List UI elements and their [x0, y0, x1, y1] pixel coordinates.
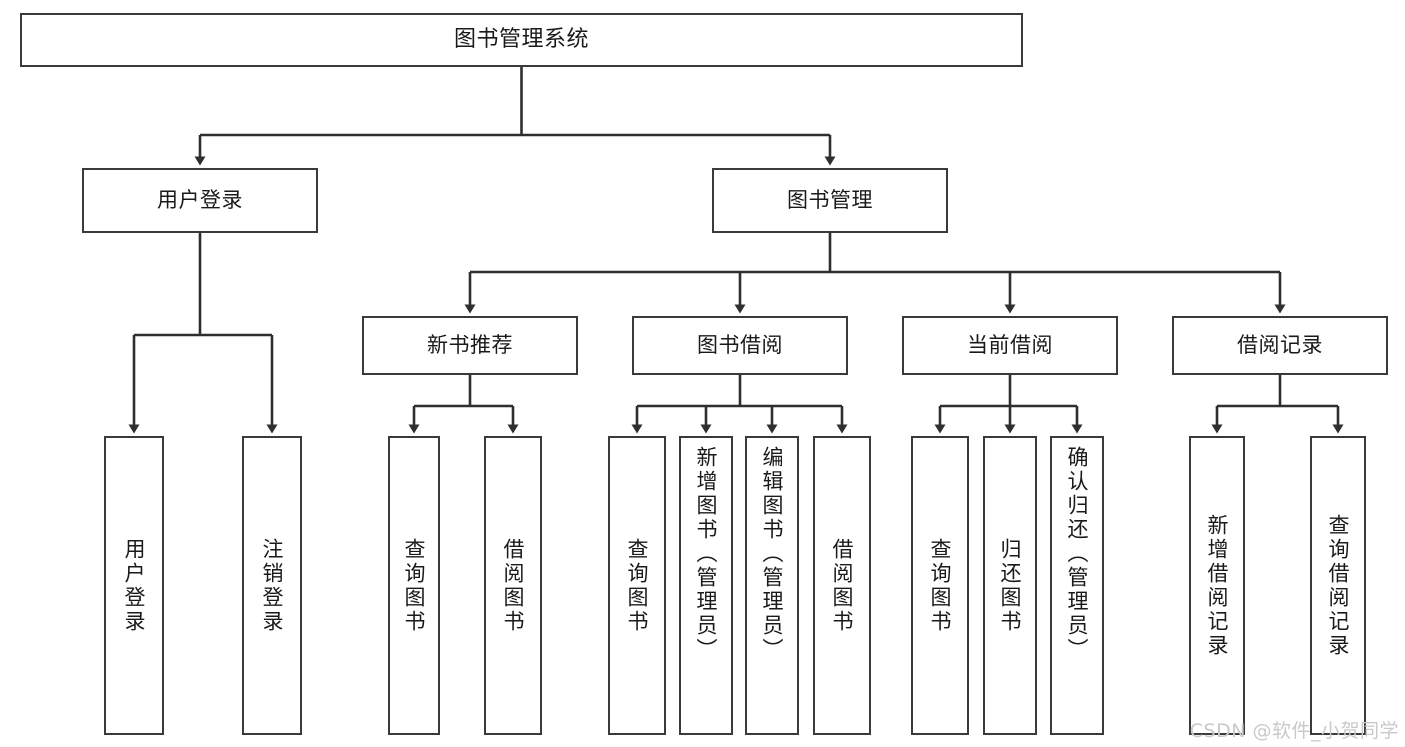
- node-user-login-label: 用户登录: [157, 187, 243, 212]
- leaf-user-login[interactable]: 用户登录: [104, 436, 164, 735]
- leaf-query-book-recommend-label: 查询图书: [402, 537, 427, 634]
- leaf-edit-book[interactable]: 编辑图书（管理员）: [745, 436, 799, 735]
- node-borrow-record[interactable]: 借阅记录: [1172, 316, 1388, 375]
- node-current-borrow[interactable]: 当前借阅: [902, 316, 1118, 375]
- leaf-add-book[interactable]: 新增图书（管理员）: [679, 436, 733, 735]
- node-book-manage[interactable]: 图书管理: [712, 168, 948, 233]
- leaf-borrow-book-label: 借阅图书: [830, 537, 855, 634]
- node-new-book-recommend[interactable]: 新书推荐: [362, 316, 578, 375]
- node-root[interactable]: 图书管理系统: [20, 13, 1023, 67]
- leaf-query-book-current-label: 查询图书: [928, 537, 953, 634]
- leaf-add-borrow-record-label: 新增借阅记录: [1205, 513, 1230, 658]
- node-user-login[interactable]: 用户登录: [82, 168, 318, 233]
- leaf-user-login-label: 用户登录: [122, 537, 147, 634]
- node-current-borrow-label: 当前借阅: [967, 332, 1053, 357]
- leaf-logout[interactable]: 注销登录: [242, 436, 302, 735]
- node-book-manage-label: 图书管理: [787, 187, 873, 212]
- leaf-borrow-book-recommend-label: 借阅图书: [501, 537, 526, 634]
- leaf-query-book-current[interactable]: 查询图书: [911, 436, 969, 735]
- leaf-confirm-return[interactable]: 确认归还（管理员）: [1050, 436, 1104, 735]
- leaf-return-book-label: 归还图书: [998, 537, 1023, 634]
- node-book-borrow[interactable]: 图书借阅: [632, 316, 848, 375]
- leaf-borrow-book-recommend[interactable]: 借阅图书: [484, 436, 542, 735]
- leaf-add-borrow-record[interactable]: 新增借阅记录: [1189, 436, 1245, 735]
- leaf-logout-label: 注销登录: [260, 537, 285, 634]
- leaf-return-book[interactable]: 归还图书: [983, 436, 1037, 735]
- node-book-borrow-label: 图书借阅: [697, 332, 783, 357]
- leaf-borrow-book[interactable]: 借阅图书: [813, 436, 871, 735]
- leaf-edit-book-label: 编辑图书（管理员）: [760, 446, 785, 662]
- leaf-query-book-borrow-label: 查询图书: [625, 537, 650, 634]
- leaf-query-borrow-record[interactable]: 查询借阅记录: [1310, 436, 1366, 735]
- node-new-book-recommend-label: 新书推荐: [427, 332, 513, 357]
- leaf-confirm-return-label: 确认归还（管理员）: [1065, 446, 1090, 662]
- node-root-label: 图书管理系统: [453, 26, 589, 52]
- watermark: CSDN @软件_小贺同学: [1189, 720, 1399, 742]
- leaf-query-borrow-record-label: 查询借阅记录: [1326, 513, 1351, 658]
- leaf-query-book-recommend[interactable]: 查询图书: [388, 436, 440, 735]
- leaf-add-book-label: 新增图书（管理员）: [694, 446, 719, 662]
- node-borrow-record-label: 借阅记录: [1237, 332, 1323, 357]
- leaf-query-book-borrow[interactable]: 查询图书: [608, 436, 666, 735]
